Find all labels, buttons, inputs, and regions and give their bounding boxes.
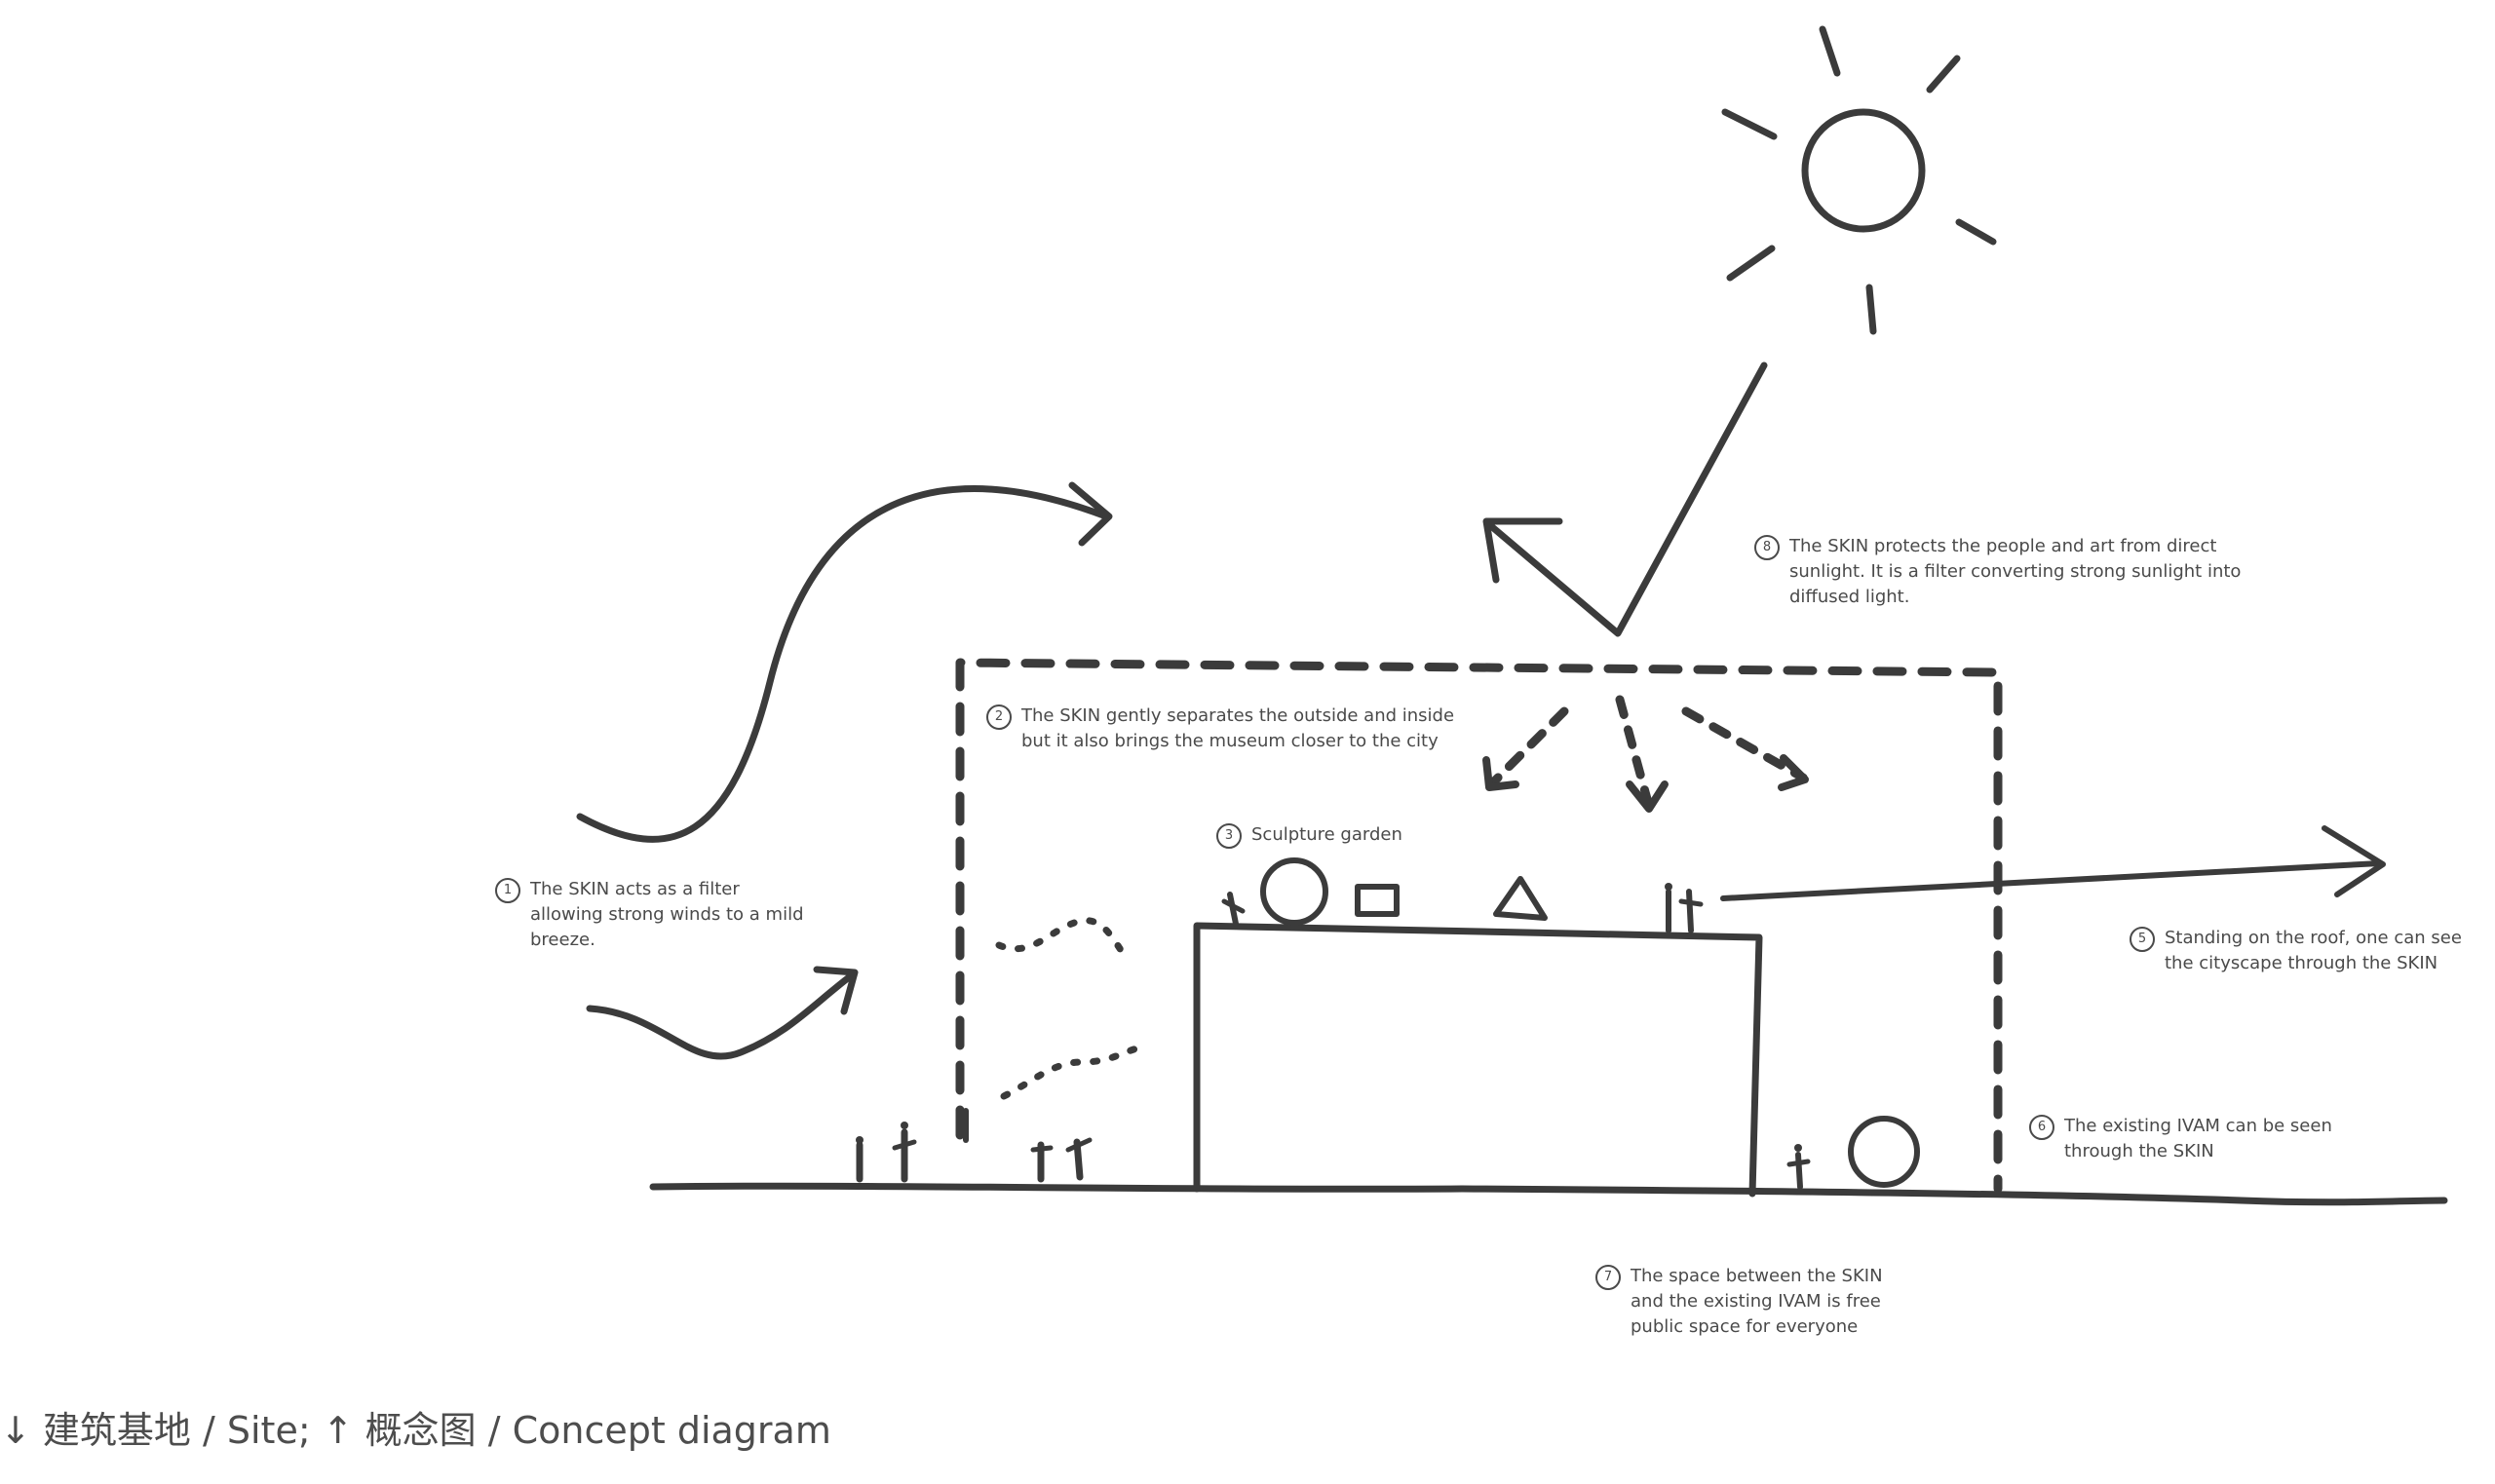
people-figures xyxy=(856,883,1811,1190)
existing-ivam-building xyxy=(1193,922,1763,1198)
skin-envelope xyxy=(955,658,2003,1194)
note-number: 2 xyxy=(986,704,1012,730)
note-skin-separation: 2 The SKIN gently separates the outside … xyxy=(986,704,1532,754)
figure-caption: ↓ 建筑基地 / Site; ↑ 概念图 / Concept diagram xyxy=(0,1409,831,1452)
note-text: The space between the SKIN and the exist… xyxy=(1631,1266,1883,1337)
roof-sculptures xyxy=(1260,857,1920,1188)
note-sculpture-garden: 3 Sculpture garden xyxy=(1216,822,1509,849)
note-ivam-through-skin: 6 The existing IVAM can be seen through … xyxy=(2029,1114,2419,1164)
note-text: The SKIN acts as a filter allowing stron… xyxy=(530,879,804,950)
note-text: The SKIN gently separates the outside an… xyxy=(1021,705,1455,751)
sun-icon xyxy=(1721,25,1997,335)
note-text: Sculpture garden xyxy=(1251,824,1402,845)
person-icon xyxy=(1030,1141,1054,1183)
note-roof-view: 5 Standing on the roof, one can see the … xyxy=(2130,926,2490,976)
note-number: 8 xyxy=(1754,535,1780,560)
note-sunlight-filter: 8 The SKIN protects the people and art f… xyxy=(1754,534,2300,610)
person-icon xyxy=(892,1122,917,1183)
person-icon xyxy=(1221,892,1246,927)
note-text: The SKIN protects the people and art fro… xyxy=(1789,536,2242,607)
person-icon xyxy=(1665,883,1672,933)
mild-breeze-arrow xyxy=(586,966,859,1060)
note-number: 7 xyxy=(1595,1265,1621,1290)
person-icon xyxy=(1065,1137,1093,1181)
note-number: 6 xyxy=(2029,1115,2054,1140)
ground-line xyxy=(649,1182,2448,1206)
air-flow-dots xyxy=(995,917,1144,1100)
strong-wind-arrow xyxy=(576,481,1113,843)
sunlight-reflection-arrow xyxy=(1482,361,1768,637)
note-number: 1 xyxy=(495,878,520,903)
note-public-space: 7 The space between the SKIN and the exi… xyxy=(1595,1264,1966,1340)
person-icon xyxy=(856,1136,864,1183)
person-icon xyxy=(1678,889,1704,933)
person-icon xyxy=(1786,1144,1811,1190)
diffused-light-arrows xyxy=(1482,695,1809,813)
roof-view-arrow xyxy=(1720,825,2386,901)
note-number: 3 xyxy=(1216,823,1242,849)
note-text: Standing on the roof, one can see the ci… xyxy=(2165,928,2462,973)
note-text: The existing IVAM can be seen through th… xyxy=(2064,1116,2332,1161)
note-number: 5 xyxy=(2130,927,2155,952)
note-wind-filter: 1 The SKIN acts as a filter allowing str… xyxy=(495,877,846,953)
